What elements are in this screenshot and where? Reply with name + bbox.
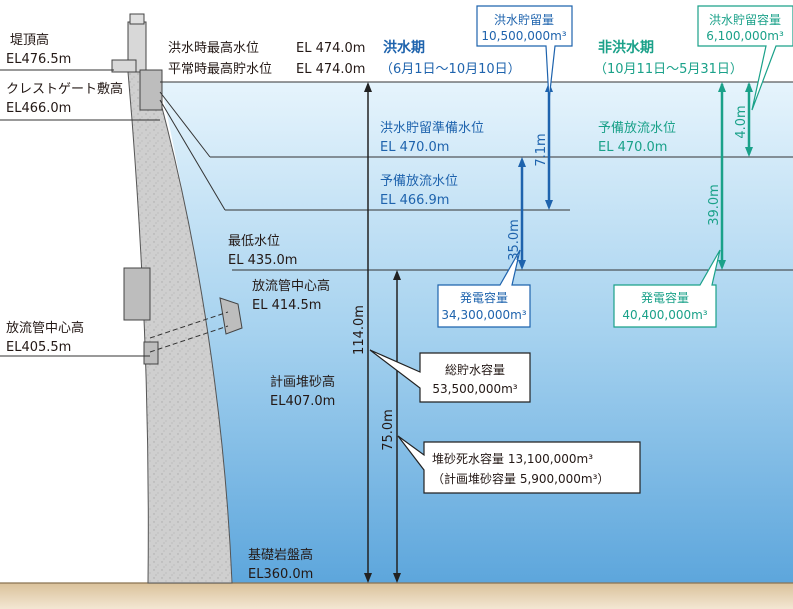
intake-block: [123, 267, 151, 321]
crest-gate-value: EL466.0m: [6, 101, 71, 116]
total-callout: 総貯水容量 53,500,000m³: [369, 349, 531, 403]
ground: [0, 583, 793, 609]
flood-storage-title: 洪水貯留量: [494, 13, 554, 27]
arrow-75m-top: [393, 270, 401, 280]
reserve-nf-value: EL 470.0m: [598, 140, 667, 155]
dam-body: [127, 71, 233, 584]
crest-gate-title: クレストゲート敷高: [6, 81, 123, 97]
outlet-valve-block: [143, 341, 159, 365]
leader-reserve: [159, 99, 226, 211]
leader-crest-gate: [159, 91, 211, 158]
crest-height-value: EL476.5m: [6, 52, 71, 67]
reserve-level-title: 予備放流水位: [380, 173, 458, 189]
depth-7.1m: 7.1m: [534, 133, 549, 166]
depth-35m: 35.0m: [507, 219, 522, 261]
arrow-114m-bottom: [364, 573, 372, 583]
sediment-plan-value: EL407.0m: [270, 394, 335, 409]
total-value: 53,500,000m³: [432, 382, 517, 396]
flood-period-dates: （6月1日～10月10日）: [380, 62, 521, 77]
arrow-4.0m-bottom: [745, 147, 753, 157]
normal-max-value: EL 474.0m: [296, 62, 365, 77]
arrow-39m-bottom: [718, 260, 726, 270]
power-title: 発電容量: [460, 290, 508, 305]
outlet-pipe-title: 放流管中心高: [252, 278, 330, 294]
non-flood-period-title: 非洪水期: [598, 39, 654, 56]
sediment-plan-title: 計画堆砂高: [270, 374, 335, 390]
bedrock-value: EL360.0m: [248, 567, 313, 582]
power-value: 34,300,000m³: [441, 308, 526, 322]
flood-storage-nf-value: 6,100,000m³: [706, 29, 784, 43]
reserve-nf-title: 予備放流水位: [598, 120, 676, 136]
depth-39m: 39.0m: [707, 184, 722, 226]
dead-callout: 堆砂死水容量 13,100,000m³ （計画堆砂容量 5,900,000m³）: [397, 435, 641, 494]
flood-max-value: EL 474.0m: [296, 41, 365, 56]
depth-75m: 75.0m: [381, 409, 396, 451]
normal-max-label: 平常時最高貯水位: [168, 61, 272, 77]
power-nf-title: 発電容量: [641, 290, 689, 305]
total-title: 総貯水容量: [445, 362, 505, 377]
arrow-75m-bottom: [393, 573, 401, 583]
dam-crest-cap: [129, 13, 145, 25]
arrow-4.0m-top: [745, 82, 753, 92]
power-callout: 発電容量 34,300,000m³: [437, 249, 531, 328]
flood-period-title: 洪水期: [383, 39, 425, 56]
power-nf-callout: 発電容量 40,400,000m³: [613, 249, 721, 328]
arrow-35m-top: [518, 157, 526, 167]
flood-max-label: 洪水時最高水位: [168, 40, 259, 56]
outlet-gate-block: [219, 297, 243, 335]
arrow-39m-top: [718, 82, 726, 92]
bedrock-title: 基礎岩盤高: [248, 547, 313, 563]
reserve-level-value: EL 466.9m: [380, 193, 449, 208]
dead-line2: （計画堆砂容量 5,900,000m³）: [432, 471, 609, 486]
outlet-center-title: 放流管中心高: [6, 320, 84, 336]
arrow-35m-bottom: [518, 260, 526, 270]
non-flood-period-dates: （10月11日～5月31日）: [594, 62, 743, 77]
depth-114m: 114.0m: [352, 305, 367, 355]
flood-storage-callout: 洪水貯留量 10,500,000m³: [476, 5, 573, 101]
arrow-114m-top: [364, 82, 372, 92]
dam-gate-block: [139, 69, 163, 111]
dam-crest-ledge: [111, 59, 137, 73]
depth-4.0m: 4.0m: [734, 105, 749, 138]
outlet-center-value: EL405.5m: [6, 340, 71, 355]
outlet-pipe-upper: [149, 311, 229, 339]
min-level-value: EL 435.0m: [228, 253, 297, 268]
outlet-pipe-lower: [149, 325, 229, 353]
flood-storage-nf-title: 洪水貯留容量: [709, 12, 781, 27]
prep-level-value: EL 470.0m: [380, 140, 449, 155]
crest-height-title: 堤頂高: [10, 32, 49, 48]
outlet-pipe-value: EL 414.5m: [252, 298, 321, 313]
dead-line1: 堆砂死水容量 13,100,000m³: [432, 451, 593, 466]
arrow-7.1m-bottom: [545, 200, 553, 210]
flood-storage-value: 10,500,000m³: [481, 29, 566, 43]
prep-level-title: 洪水貯留準備水位: [380, 120, 484, 136]
flood-storage-nf-callout: 洪水貯留容量 6,100,000m³: [697, 5, 793, 111]
power-nf-value: 40,400,000m³: [622, 308, 707, 322]
min-level-title: 最低水位: [228, 234, 280, 249]
